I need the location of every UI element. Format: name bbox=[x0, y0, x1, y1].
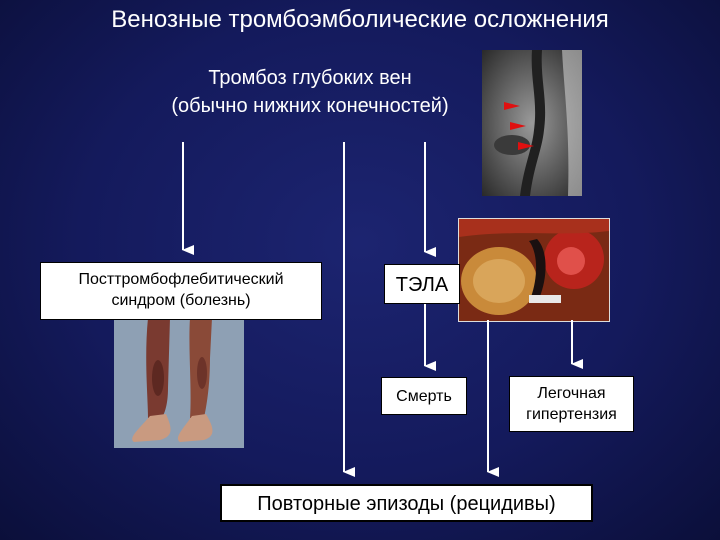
venography-xray-image bbox=[482, 50, 582, 196]
dvt-heading-line2: (обычно нижних конечностей) bbox=[171, 95, 449, 117]
lower-legs-photo-image bbox=[114, 318, 244, 448]
tela-box: ТЭЛА bbox=[384, 264, 460, 304]
ptfs-box: Посттромбофлебитический синдром (болезнь… bbox=[40, 262, 322, 320]
recurrence-box: Повторные эпизоды (рецидивы) bbox=[220, 484, 593, 522]
pulmonary-hypertension-line1: Легочная bbox=[537, 385, 606, 402]
death-box: Смерть bbox=[381, 377, 467, 415]
pulmonary-hypertension-box: Легочная гипертензия bbox=[509, 376, 634, 432]
dvt-heading-line1: Тромбоз глубоких вен bbox=[208, 67, 412, 89]
dvt-heading: Тромбоз глубоких вен (обычно нижних коне… bbox=[130, 64, 490, 120]
pulmonary-hypertension-line2: гипертензия bbox=[526, 406, 617, 423]
ptfs-line2: синдром (болезнь) bbox=[111, 292, 251, 309]
ptfs-line1: Посттромбофлебитический bbox=[78, 271, 284, 288]
slide-title: Венозные тромбоэмболические осложнения bbox=[111, 6, 609, 33]
red-arrow-markers bbox=[504, 102, 534, 150]
